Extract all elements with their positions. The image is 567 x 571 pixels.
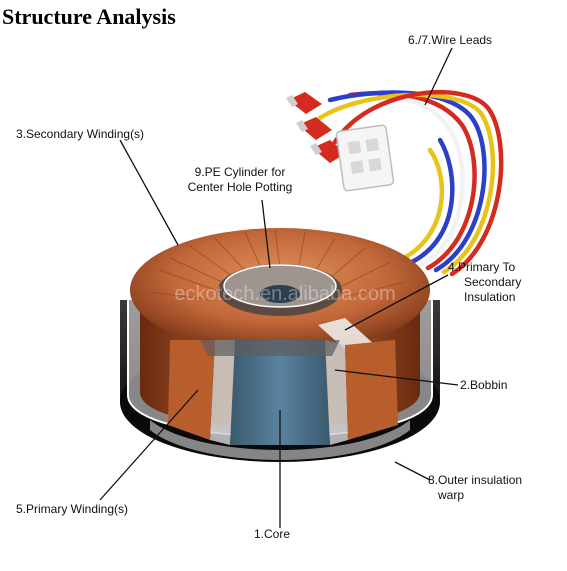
label-bobbin: 2.Bobbin	[460, 378, 508, 392]
bobbin-section	[325, 340, 348, 445]
label-primary-secondary-insulation: 4.Primary To Secondary Insulation	[448, 260, 521, 305]
label-outer-insulation-line2: warp	[438, 488, 465, 502]
label-secondary-winding: 3.Secondary Winding(s)	[16, 127, 145, 141]
core-top	[260, 285, 300, 303]
label-pe-cylinder-line1: 9.PE Cylinder for	[194, 165, 286, 179]
label-primary-secondary-line3: Insulation	[464, 290, 516, 304]
core-section	[230, 340, 330, 445]
label-pe-cylinder: 9.PE Cylinder for Center Hole Potting	[180, 165, 300, 195]
label-primary-secondary-line2: Secondary	[464, 275, 522, 289]
label-outer-insulation: 8.Outer insulation warp	[428, 473, 522, 503]
spade-connectors	[286, 92, 346, 163]
winding-texture	[149, 229, 406, 301]
watermark-text: eckotech.en.alibaba.com	[174, 283, 395, 305]
label-primary-secondary-line1: 4.Primary To	[448, 260, 516, 274]
plug-connector	[335, 124, 395, 192]
leader-lines	[99, 47, 459, 528]
label-wire-leads: 6./7.Wire Leads	[408, 33, 493, 47]
label-pe-cylinder-line2: Center Hole Potting	[187, 180, 293, 194]
cutaway-section	[168, 340, 398, 445]
diagram-title: Structure Analysis	[2, 4, 176, 29]
label-primary-winding: 5.Primary Winding(s)	[16, 502, 129, 516]
wire-leads-illustration	[317, 89, 504, 277]
label-core: 1.Core	[254, 527, 291, 541]
label-outer-insulation-line1: 8.Outer insulation	[428, 473, 523, 487]
